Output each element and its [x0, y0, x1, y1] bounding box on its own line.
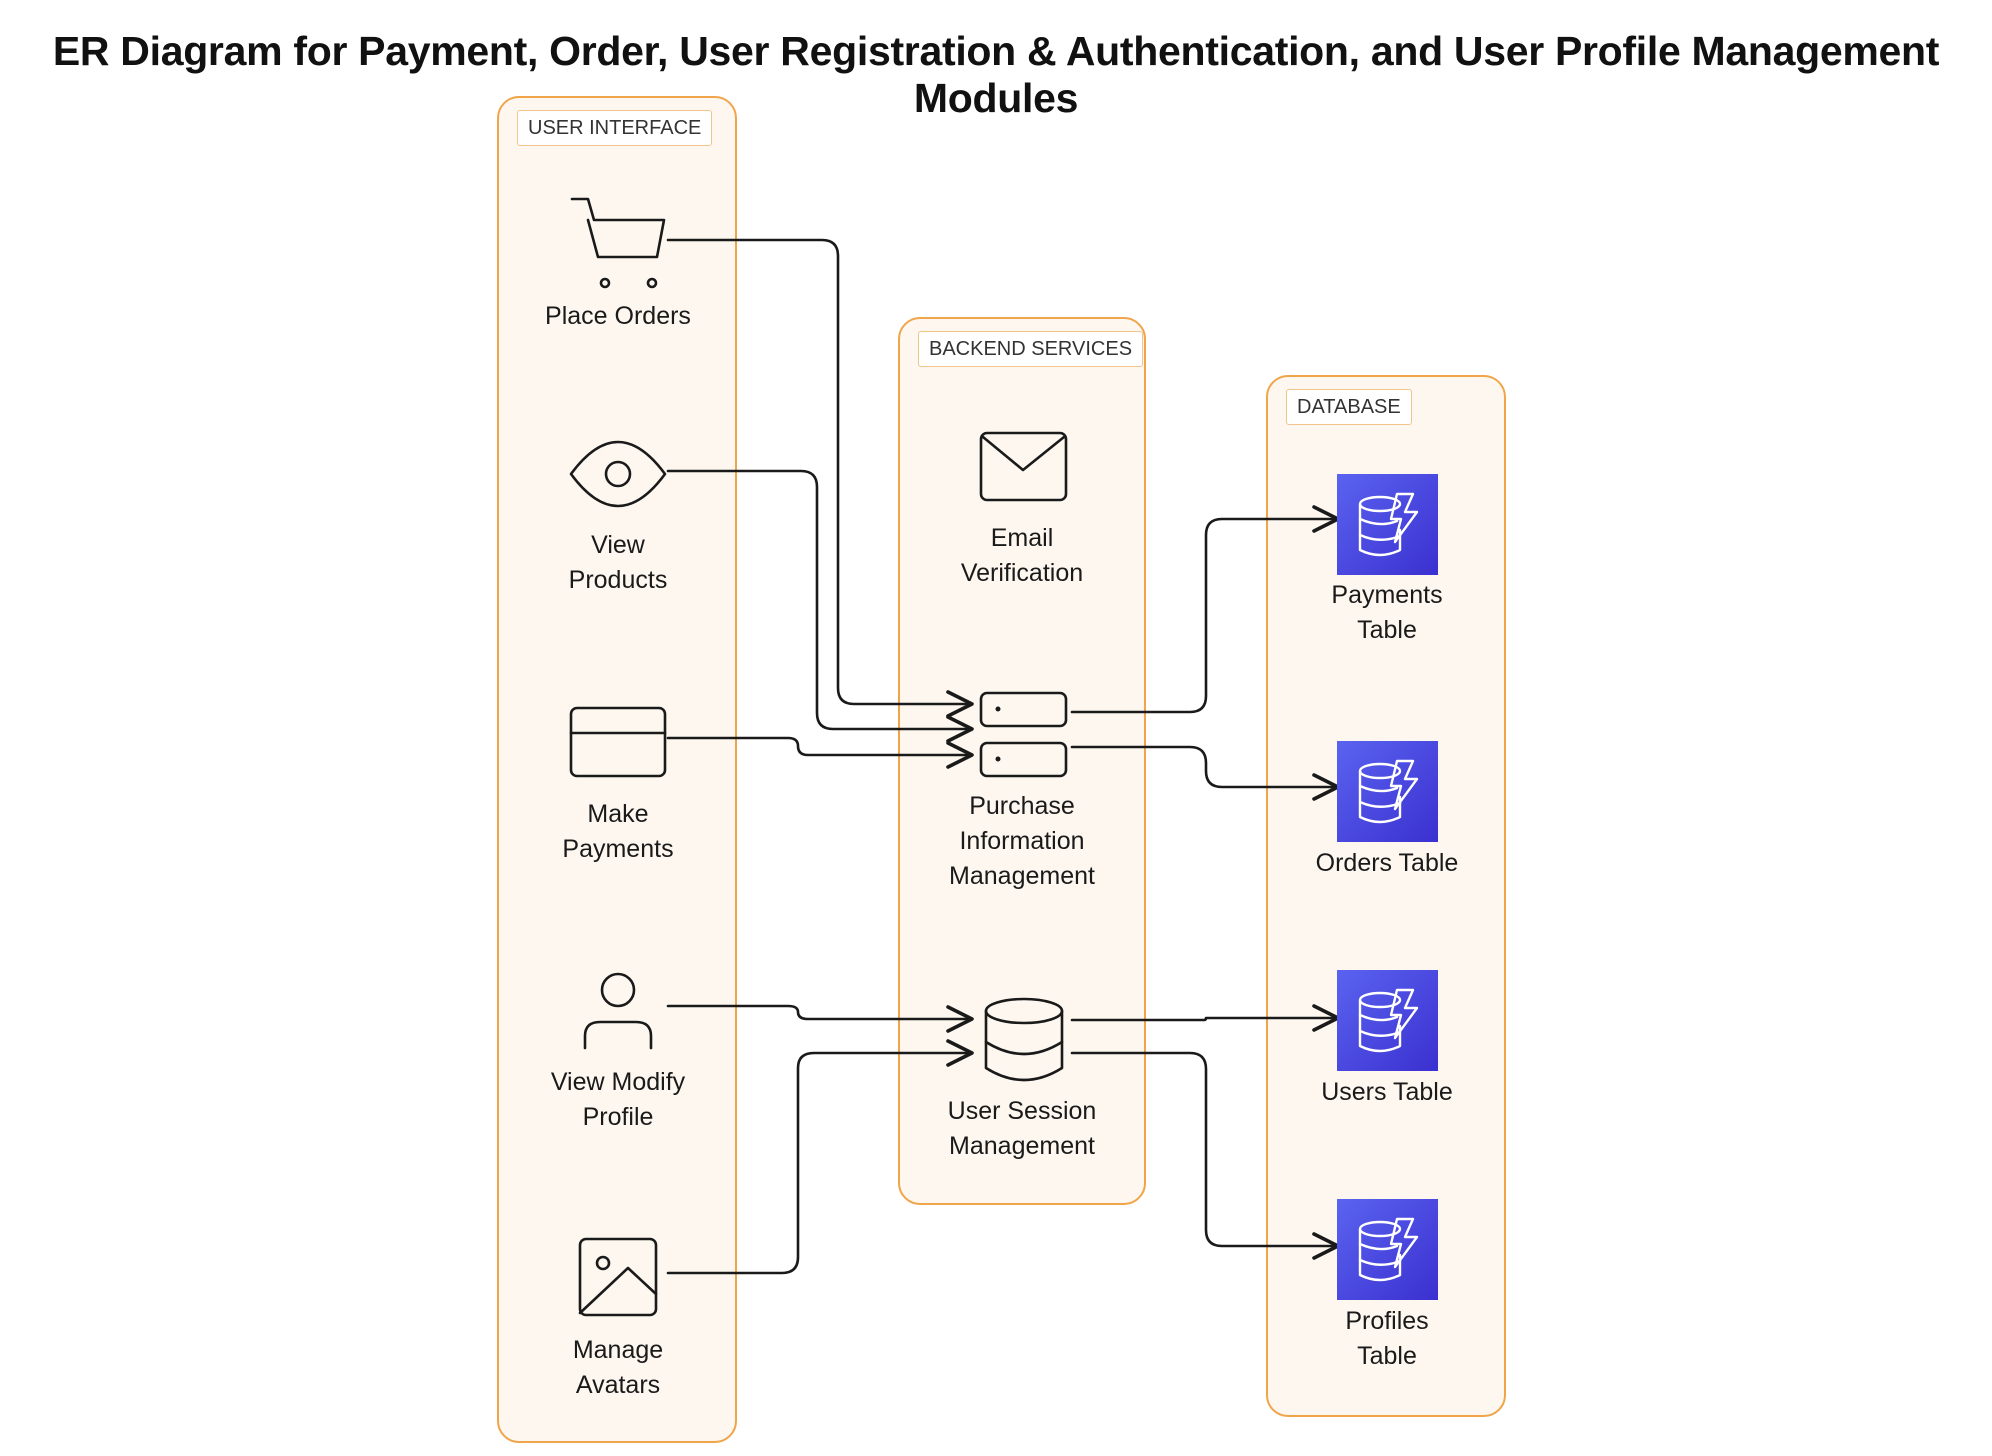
edge-view-products-purchase — [666, 469, 974, 743]
backend-services-group: BACKEND SERVICES — [898, 317, 1146, 1205]
email-verification-line-2: Verification — [960, 559, 1084, 587]
credit-card-icon — [569, 706, 667, 778]
payments-table-label: Payments Table — [1287, 578, 1487, 648]
view-modify-profile-line-1: View Modify — [550, 1068, 686, 1096]
email-verification-line-1: Email — [990, 524, 1054, 552]
payments-table-line-2: Table — [1357, 616, 1417, 644]
purchase-info-line-2: Information — [959, 827, 1085, 855]
envelope-icon — [979, 431, 1068, 502]
profiles-table-line-1: Profiles — [1345, 1307, 1429, 1335]
edge-avatars-session — [666, 1039, 974, 1275]
backend-services-label: BACKEND SERVICES — [918, 331, 1144, 367]
place-orders-label: Place Orders — [518, 299, 718, 334]
view-products-label: View Products — [518, 528, 718, 598]
users-table-line-1: Users Table — [1321, 1078, 1453, 1106]
profiles-table-label: Profiles Table — [1287, 1304, 1487, 1374]
view-products-line-1: View — [591, 531, 645, 559]
edge-session-profiles-table — [1070, 1051, 1340, 1260]
user-session-label: User Session Management — [922, 1094, 1122, 1164]
make-payments-line-1: Make — [587, 800, 649, 828]
purchase-info-line-1: Purchase — [969, 792, 1075, 820]
edge-purchase-orders-table — [1070, 745, 1340, 801]
dynamodb-icon — [1337, 474, 1438, 575]
user-interface-group: USER INTERFACE — [497, 96, 737, 1443]
edge-session-users-table — [1070, 1004, 1340, 1032]
dynamodb-icon — [1337, 741, 1438, 842]
user-session-line-2: Management — [949, 1132, 1095, 1160]
profiles-table-line-2: Table — [1357, 1342, 1417, 1370]
edge-profile-session — [666, 1004, 974, 1033]
email-verification-label: Email Verification — [922, 521, 1122, 591]
dynamodb-icon — [1337, 970, 1438, 1071]
database-label: DATABASE — [1286, 389, 1412, 425]
users-table-label: Users Table — [1287, 1075, 1487, 1110]
dynamodb-icon — [1337, 1199, 1438, 1300]
purchase-info-line-3: Management — [949, 862, 1095, 890]
server-icon — [979, 691, 1068, 778]
user-session-line-1: User Session — [947, 1097, 1097, 1125]
user-interface-label: USER INTERFACE — [517, 110, 713, 146]
place-orders-line-1: Place Orders — [545, 302, 691, 330]
make-payments-label: Make Payments — [518, 797, 718, 867]
purchase-info-label: Purchase Information Management — [922, 789, 1122, 894]
manage-avatars-line-1: Manage — [572, 1336, 664, 1364]
eye-icon — [569, 440, 667, 508]
database-icon — [984, 997, 1064, 1082]
orders-table-label: Orders Table — [1287, 846, 1487, 881]
view-modify-profile-label: View Modify Profile — [518, 1065, 718, 1135]
edge-purchase-payments-table — [1070, 505, 1340, 714]
image-icon — [578, 1237, 658, 1317]
orders-table-line-1: Orders Table — [1315, 849, 1459, 877]
view-modify-profile-line-2: Profile — [582, 1103, 654, 1131]
shopping-cart-icon — [570, 197, 666, 289]
edge-place-orders-purchase — [666, 238, 974, 718]
diagram-title: ER Diagram for Payment, Order, User Regi… — [52, 28, 1940, 121]
edge-make-payments-purchase — [666, 736, 974, 769]
manage-avatars-label: Manage Avatars — [518, 1333, 718, 1403]
view-products-line-2: Products — [568, 566, 668, 594]
payments-table-line-1: Payments — [1331, 581, 1443, 609]
make-payments-line-2: Payments — [562, 835, 674, 863]
user-icon — [583, 972, 653, 1050]
manage-avatars-line-2: Avatars — [575, 1371, 661, 1399]
